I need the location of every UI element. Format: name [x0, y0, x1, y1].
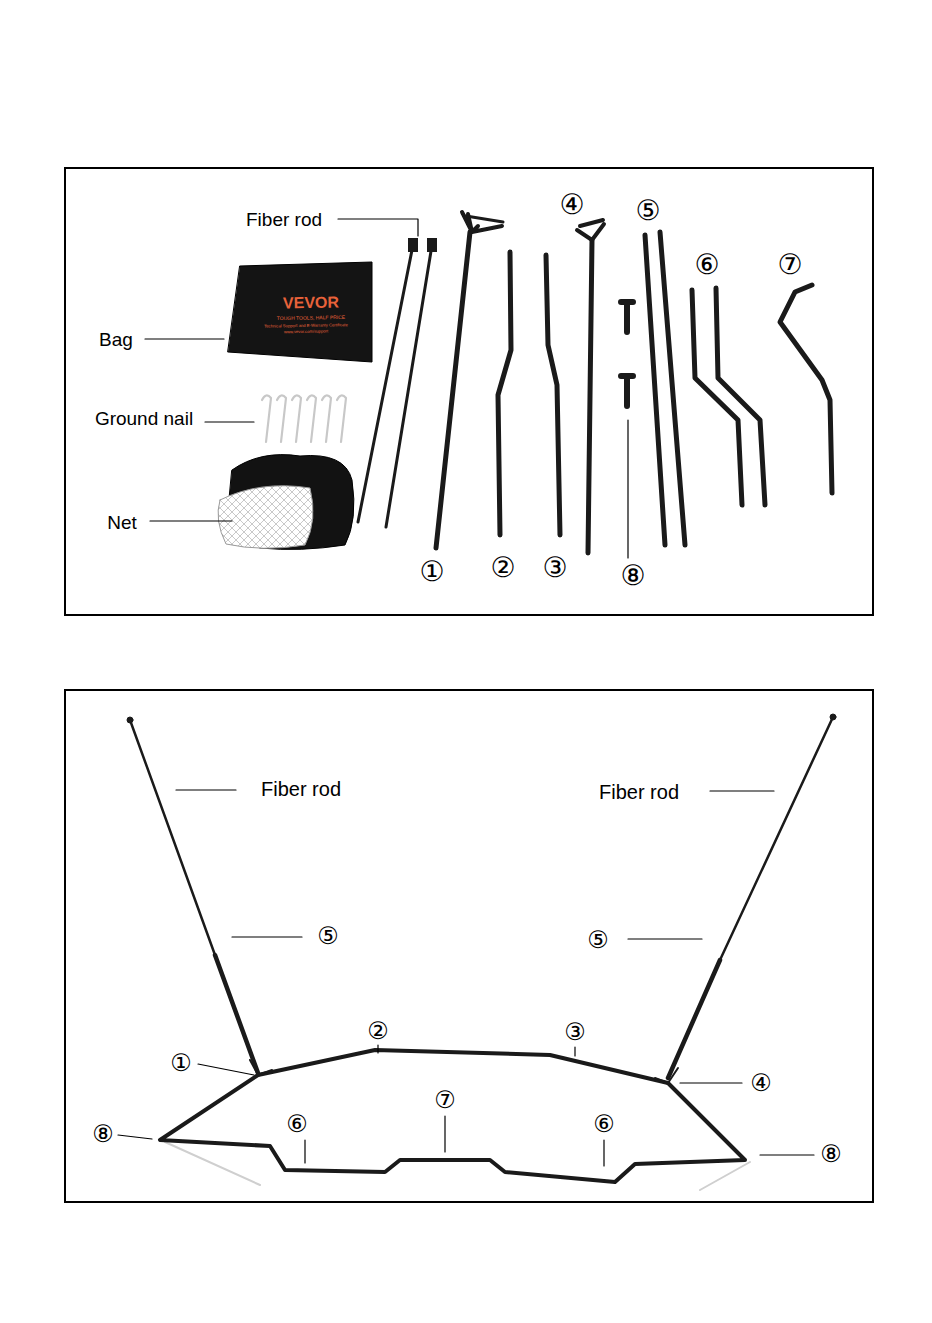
part-label: Fiber rod — [261, 779, 341, 799]
part-label: Net — [107, 513, 137, 532]
callout-number: ⑥ — [694, 251, 719, 279]
callout-number: ⑦ — [434, 1088, 456, 1112]
callout-number: ⑤ — [587, 928, 609, 952]
callout-number: ② — [367, 1019, 389, 1043]
brand-text: VEVOR — [283, 295, 339, 312]
callout-number: ⑥ — [593, 1112, 615, 1136]
callout-number: ⑤ — [317, 924, 339, 948]
callout-number: ② — [490, 554, 515, 582]
part-label: Fiber rod — [599, 782, 679, 802]
callout-number: ⑦ — [777, 251, 802, 279]
callout-number: ⑧ — [820, 1142, 842, 1166]
callout-number: ⑤ — [635, 197, 660, 225]
panel-frame — [65, 168, 873, 615]
callout-number: ③ — [542, 554, 567, 582]
part-label: Bag — [99, 330, 133, 349]
callout-number: ④ — [559, 191, 584, 219]
assembled-frame — [118, 714, 836, 1190]
part-label: Ground nail — [95, 409, 193, 428]
callout-number: ⑧ — [620, 562, 645, 590]
part-label: Fiber rod — [246, 210, 322, 229]
callout-number: ③ — [564, 1020, 586, 1044]
callout-number: ⑥ — [286, 1112, 308, 1136]
callout-number: ⑧ — [92, 1122, 114, 1146]
parts-layout — [145, 212, 832, 558]
callout-number: ④ — [750, 1071, 772, 1095]
panel-frame — [65, 690, 873, 1202]
callout-number: ① — [419, 558, 444, 586]
brand-text: www.vevor.com/support — [284, 330, 328, 335]
callout-number: ① — [170, 1051, 192, 1075]
